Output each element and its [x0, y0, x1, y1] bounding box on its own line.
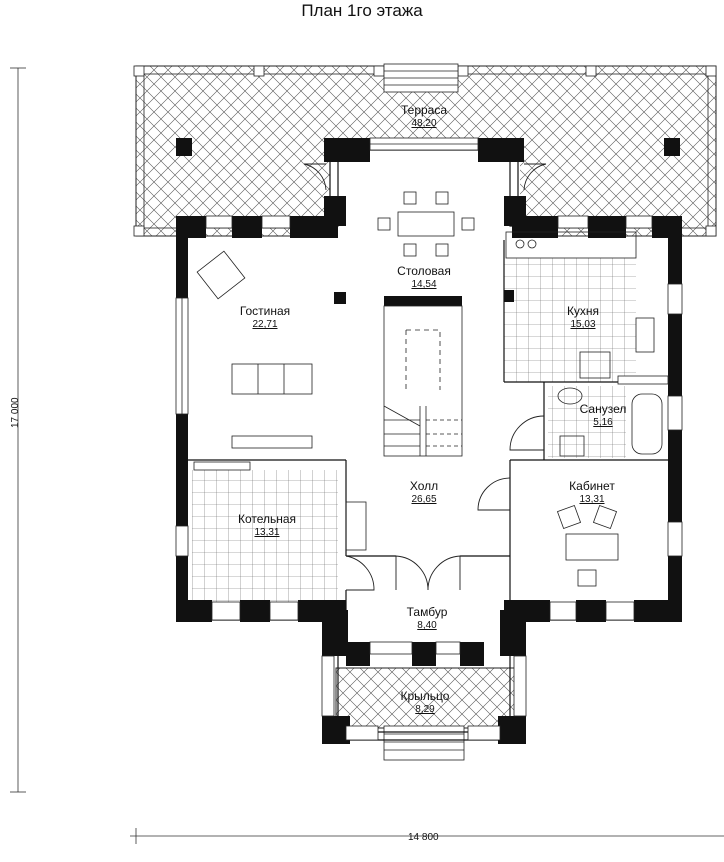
- room-name: Холл: [409, 479, 439, 493]
- bath-tiles: [548, 386, 626, 458]
- room-area: 15,03: [570, 319, 596, 330]
- room-area: 8,40: [417, 620, 437, 631]
- room-label-dining: Столовая 14,54: [397, 264, 451, 292]
- room-label-vestibule: Тамбур 8,40: [407, 605, 448, 633]
- room-area: 14,54: [411, 279, 437, 290]
- doors: [303, 163, 547, 591]
- dimension-lines: [10, 67, 724, 844]
- room-name: Кухня: [566, 304, 600, 318]
- room-area: 8,29: [415, 704, 435, 715]
- room-name: Кабинет: [569, 479, 615, 493]
- room-name: Столовая: [397, 264, 451, 278]
- room-name: Терраса: [400, 103, 448, 117]
- furniture: [196, 191, 663, 587]
- room-name: Крыльцо: [400, 689, 450, 703]
- room-name: Гостиная: [239, 304, 291, 318]
- terrace: [133, 63, 717, 240]
- room-label-hall: Холл 26,65: [410, 479, 438, 507]
- room-area: 22,71: [252, 319, 278, 330]
- boiler-tiles: [192, 470, 338, 604]
- room-label-kitchen: Кухня 15,03: [567, 304, 599, 332]
- room-label-boiler: Котельная 13,31: [238, 512, 296, 540]
- kitchen-tiles: [504, 258, 636, 382]
- page-title: План 1го этажа: [301, 1, 423, 20]
- windows: [175, 137, 683, 741]
- room-label-living: Гостиная 22,71: [240, 304, 290, 332]
- room-name: Котельная: [237, 512, 297, 526]
- room-area: 5,16: [593, 417, 613, 428]
- room-label-bathroom: Санузел 5,16: [580, 402, 627, 430]
- stairs: [383, 305, 463, 457]
- wall-piers: [176, 138, 682, 744]
- room-area: 26,65: [411, 494, 437, 505]
- dimension-height: 17 000: [10, 397, 21, 428]
- room-area: 13,31: [254, 527, 280, 538]
- room-label-terrace: Терраса 48,20: [401, 103, 447, 131]
- room-name: Санузел: [579, 402, 627, 416]
- room-area: 13,31: [579, 494, 605, 505]
- room-label-office: Кабинет 13,31: [569, 479, 615, 507]
- room-name: Тамбур: [406, 605, 448, 619]
- room-area: 48,20: [411, 118, 437, 129]
- room-label-porch: Крыльцо 8,29: [401, 689, 450, 717]
- dimension-width: 14 800: [408, 832, 439, 843]
